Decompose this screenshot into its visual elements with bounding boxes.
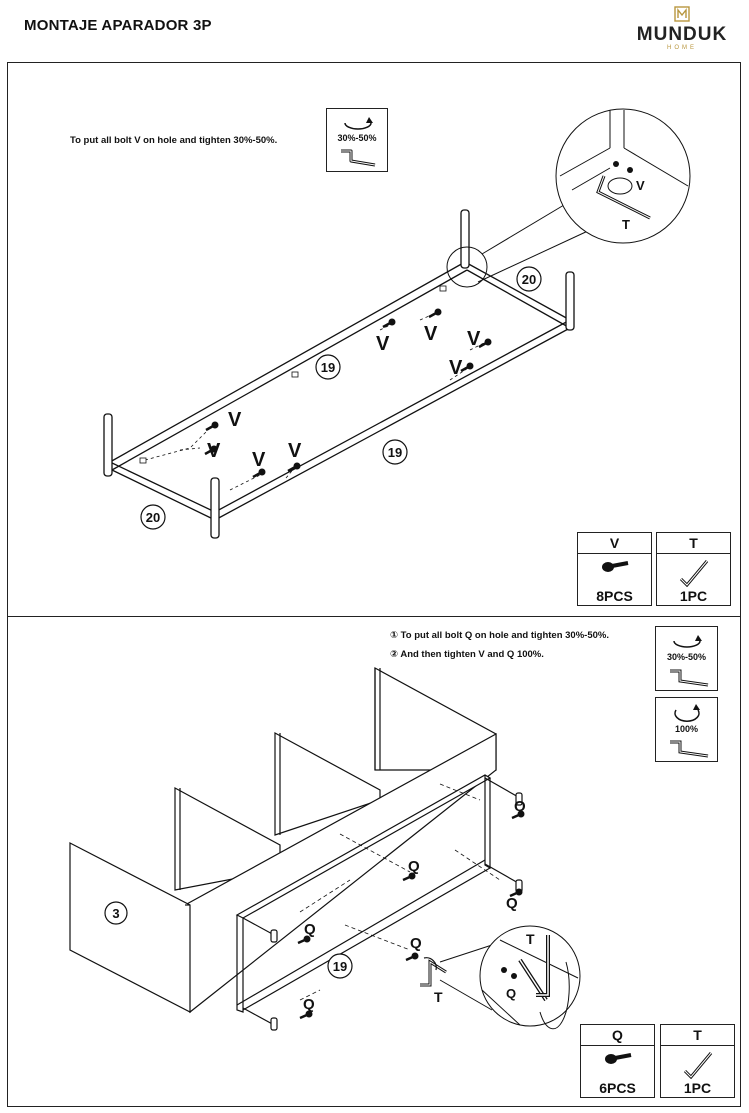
bolt-label: Q [514,798,526,815]
logo-mark-icon [674,6,690,22]
allen-key-icon [679,560,709,587]
part-qty: 1PC [683,1080,712,1096]
bolt-label: Q [304,921,316,938]
torque-label: 100% [674,724,699,734]
parts-box-tool-t: T 1PC [660,1024,735,1098]
step-2-instruction-2: ② And then tighten V and Q 100%. [390,649,544,660]
torque-rotation-icon [670,704,709,758]
part-letter: V [578,533,651,554]
tool-label: T [434,989,443,1005]
panel-part-label: 3 [112,906,119,921]
parts-box-bolt-q: Q 6PCS [580,1024,655,1098]
bolt-label: V [228,409,242,431]
parts-box-bolt-v: V 8PCS [577,532,652,606]
torque-box-step-1: 30%-50% [326,108,388,172]
part-qty: 6PCS [599,1080,636,1096]
bolt-label: V [252,449,266,471]
page-title: MONTAJE APARADOR 3P [24,17,212,34]
part-letter: Q [581,1025,654,1046]
logo-word: MUNDUK [636,24,728,45]
torque-rotation-icon [670,635,709,687]
parts-box-tool-t: T 1PC [656,532,731,606]
callout-tool-label: T [526,931,535,947]
logo-sub: HOME [667,45,697,51]
part-qty: 1PC [679,588,708,604]
step-2-instruction-1: ① To put all bolt Q on hole and tighten … [390,630,609,641]
callout-bolt-label: V [636,178,645,193]
step-1-instruction: To put all bolt V on hole and tighten 30… [70,135,278,146]
bolt-icon [602,561,629,572]
torque-rotation-icon [341,117,376,167]
bolt-label: V [288,440,302,462]
bolt-label: V [376,333,390,355]
callout-tool-label: T [622,217,630,232]
torque-box-30-50: 30%-50% [655,626,718,691]
bolt-label: Q [408,858,420,875]
end-part-label: 20 [522,272,536,287]
bolt-label: V [424,323,438,345]
allen-key-icon [683,1052,713,1079]
bolt-v-labels: V V V V V V V V [207,323,481,471]
part-letter: T [657,533,730,554]
bolt-label: V [207,440,221,462]
torque-label: 30%-50% [337,133,377,143]
rail-part-label: 19 [333,959,347,974]
end-part-label: 20 [146,510,160,525]
torque-box-100: 100% [655,697,718,762]
brand-logo: MUNDUK HOME [630,6,734,54]
step-2-panel [7,616,741,1107]
bolt-icon [605,1053,632,1064]
bolt-label: Q [303,996,315,1013]
rail-part-label: 19 [321,360,335,375]
bolt-label: V [449,357,463,379]
bolt-label: Q [506,895,518,912]
part-letter: T [661,1025,734,1046]
part-qty: 8PCS [596,588,633,604]
rail-part-label: 19 [388,445,402,460]
bolt-label: V [467,328,481,350]
callout-bolt-label: Q [506,986,516,1001]
bolt-label: Q [410,935,422,952]
torque-label: 30%-50% [666,652,707,662]
